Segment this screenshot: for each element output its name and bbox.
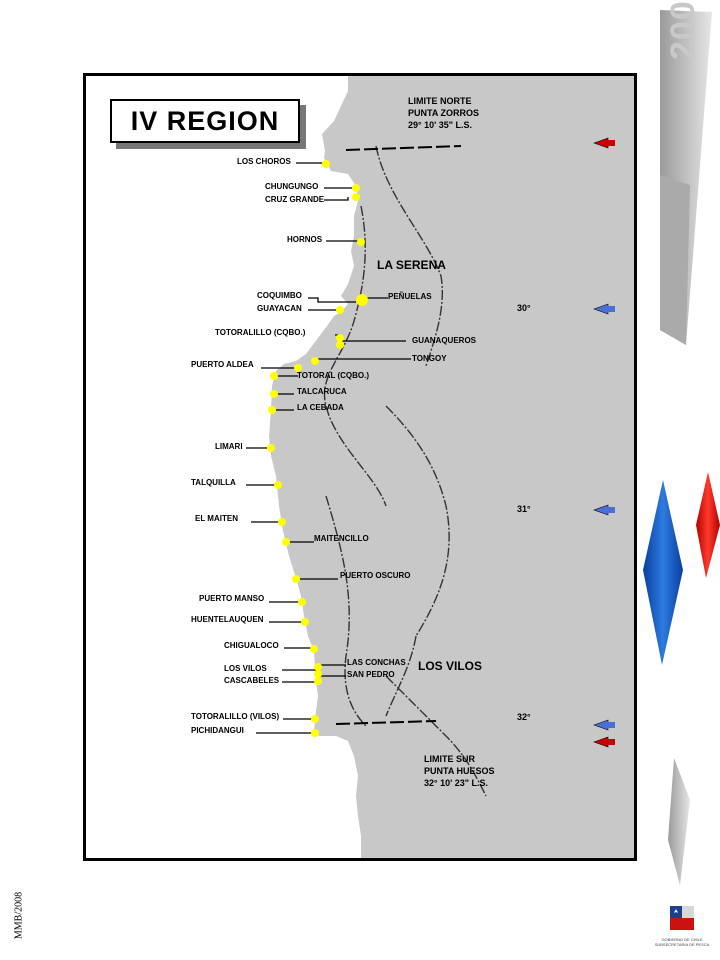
south-limit-line2: PUNTA HUESOS <box>424 766 495 776</box>
north-limit-line2: PUNTA ZORROS <box>408 108 479 118</box>
region-limit-lines <box>335 145 462 725</box>
map-drawing <box>86 76 615 858</box>
caleta-label: SAN PEDRO <box>347 670 395 679</box>
caleta-label: PICHIDANGUI <box>191 726 244 735</box>
caleta-label: PEÑUELAS <box>388 292 432 301</box>
caleta-label: HORNOS <box>287 235 323 244</box>
caleta-label: PUERTO OSCURO <box>340 571 411 580</box>
caleta-label: CRUZ GRANDE <box>265 195 325 204</box>
year-watermark: 2007 <box>664 0 702 60</box>
caleta-label: PUERTO ALDEA <box>191 360 254 369</box>
ocean-area <box>86 76 361 858</box>
red-diamond <box>696 472 720 578</box>
caleta-label: CHUNGUNGO <box>265 182 319 191</box>
caleta-dots <box>267 160 368 737</box>
caleta-label: HUENTELAUQUEN <box>191 615 264 624</box>
caleta-label: TONGOY <box>412 354 447 363</box>
red-arrow-north <box>593 137 609 149</box>
caleta-label: TALQUILLA <box>191 478 236 487</box>
south-limit-label: LIMITE SUR PUNTA HUESOS 32° 10' 23" L.S. <box>424 753 495 789</box>
logo-line2: SUBSECRETARIA DE PESCA <box>654 942 710 947</box>
caleta-label: TALCARUCA <box>297 387 347 396</box>
city-la-serena: LA SERENA <box>377 258 446 272</box>
south-limit-line3: 32° 10' 23" L.S. <box>424 778 489 788</box>
logo-line1: GOBIERNO DE CHILE <box>661 937 703 942</box>
caleta-label: LA CEBADA <box>297 403 344 412</box>
blue-arrow-32 <box>593 719 609 731</box>
region-title: IV REGION <box>110 99 300 143</box>
south-limit-line1: LIMITE SUR <box>424 754 475 764</box>
caleta-label: CASCABELES <box>224 676 280 685</box>
latitude-30: 30° <box>517 303 531 313</box>
blue-diamond <box>643 480 683 665</box>
caleta-label: LOS VILOS <box>224 664 267 673</box>
latitude-31: 31° <box>517 504 531 514</box>
caleta-label: GUANAQUEROS <box>412 336 477 345</box>
caleta-label: PUERTO MANSO <box>199 594 265 603</box>
caleta-label: EL MAITEN <box>195 514 238 523</box>
blue-arrow-30 <box>593 303 609 315</box>
caleta-label: GUAYACAN <box>257 304 302 313</box>
north-limit-line3: 29° 10' 35" L.S. <box>408 120 473 130</box>
blue-arrow-31 <box>593 504 609 516</box>
caleta-label: LAS CONCHAS <box>347 658 406 667</box>
caleta-label: TOTORALILLO (VILOS) <box>191 712 280 721</box>
caleta-label: TOTORALILLO (CQBO.) <box>215 328 306 337</box>
red-arrow-south <box>593 736 609 748</box>
latitude-arrows <box>593 137 615 748</box>
roads <box>323 145 487 797</box>
gobierno-logo <box>670 906 694 930</box>
logo-caption: GOBIERNO DE CHILE SUBSECRETARIA DE PESCA <box>650 937 714 947</box>
gray-ribbon-bottom <box>668 758 690 885</box>
north-limit-label: LIMITE NORTE PUNTA ZORROS 29° 10' 35" L.… <box>408 95 479 131</box>
region-map <box>83 73 637 861</box>
latitude-32: 32° <box>517 712 531 722</box>
caleta-label: LIMARI <box>215 442 243 451</box>
credit-text: MMB/2008 <box>13 891 25 940</box>
caleta-label: MAITENCILLO <box>314 534 369 543</box>
gray-ribbon-fold <box>660 175 690 345</box>
caleta-label: COQUIMBO <box>257 291 302 300</box>
north-limit-line1: LIMITE NORTE <box>408 96 472 106</box>
caleta-label: TOTORAL (CQBO.) <box>297 371 369 380</box>
caleta-label: LOS CHOROS <box>237 157 291 166</box>
city-los-vilos: LOS VILOS <box>418 659 483 673</box>
caleta-label: CHIGUALOCO <box>224 641 279 650</box>
